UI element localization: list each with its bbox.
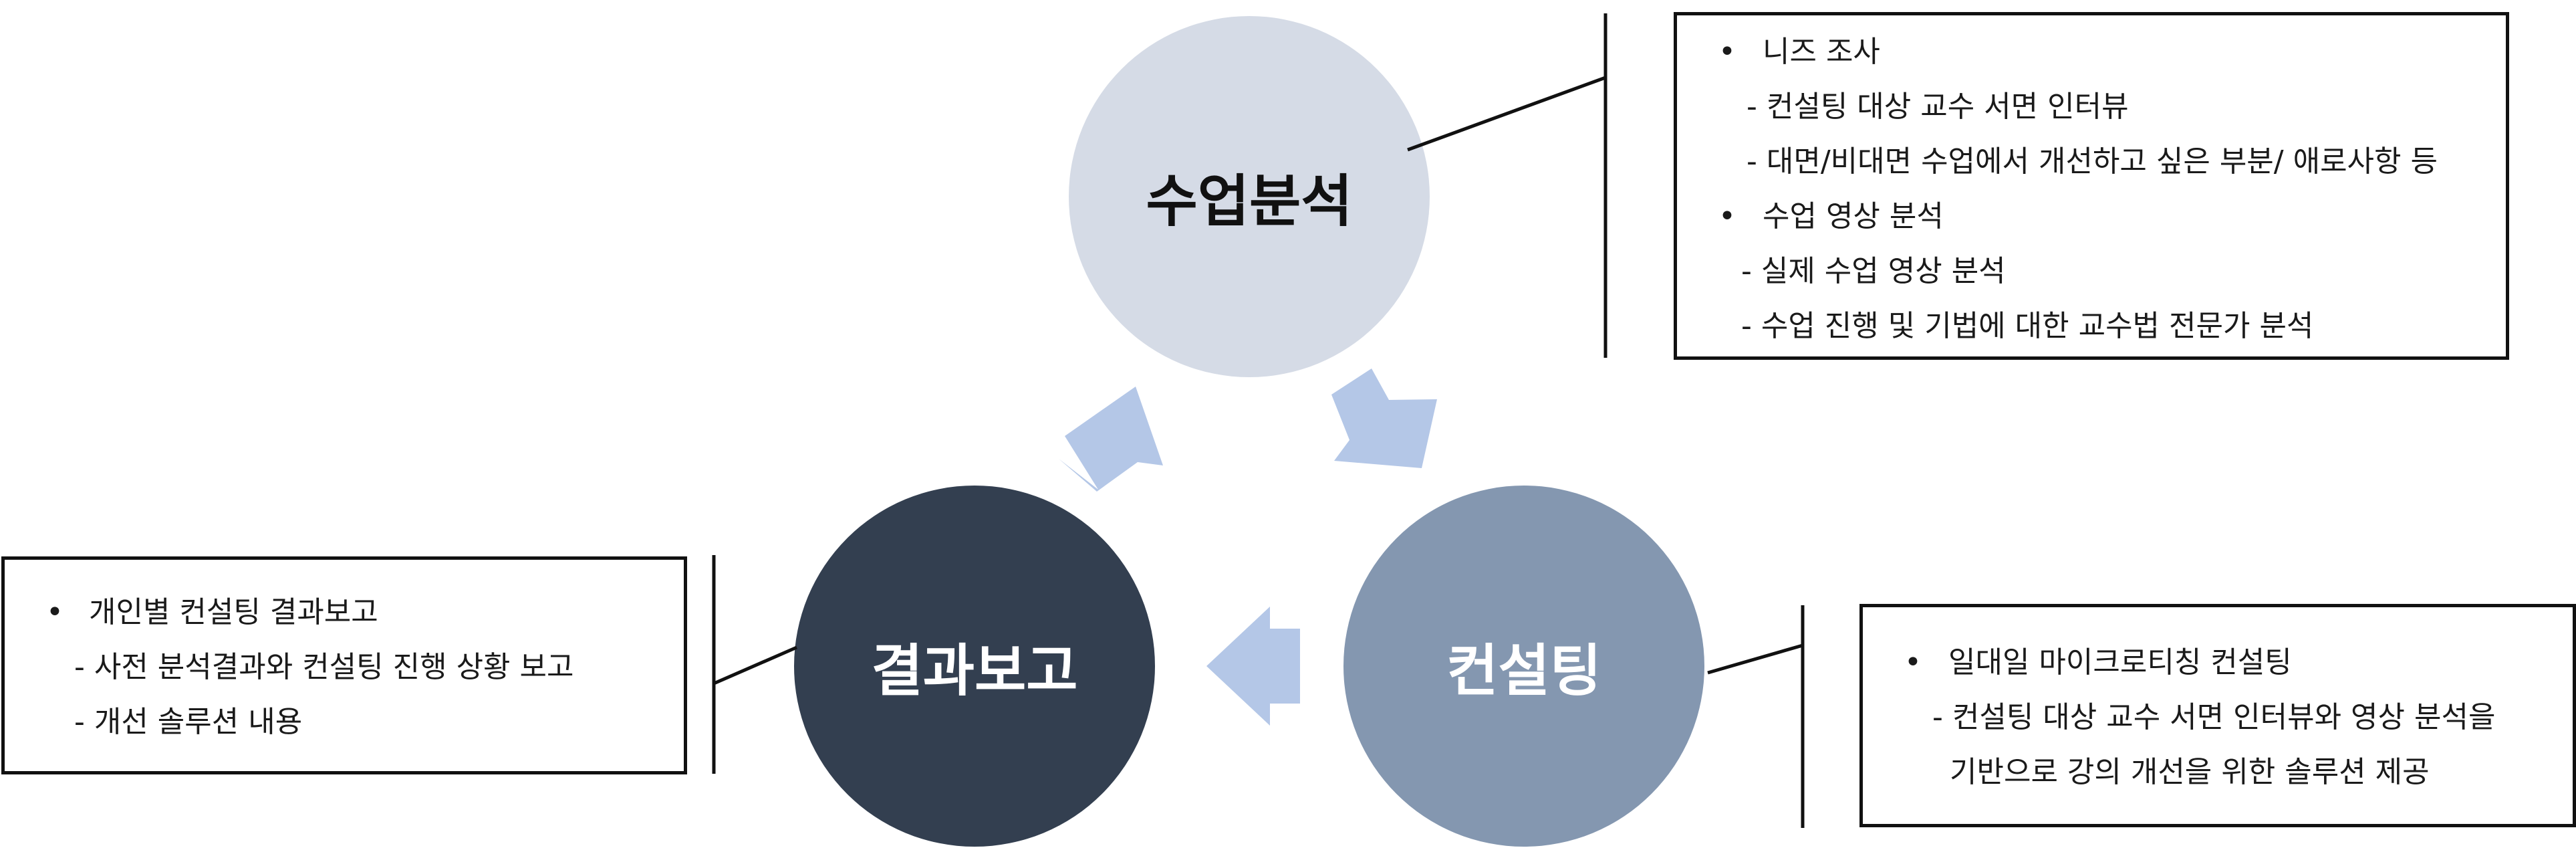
consulting-item-detail: - 컨설팅 대상 교수 서면 인터뷰와 영상 분석을 — [1932, 700, 2496, 734]
analysis-label: 수업분석 — [1146, 168, 1353, 234]
bullet-icon: • — [1904, 645, 1922, 679]
analysis-item-detail: - 실제 수업 영상 분석 — [1741, 254, 2006, 288]
report-leader-line — [713, 645, 797, 685]
report-item-detail: - 개선 솔루션 내용 — [74, 705, 303, 739]
report-item-title: 개인별 컨설팅 결과보고 — [89, 595, 378, 629]
bullet-icon: • — [1718, 35, 1736, 69]
consulting-leader-line — [1707, 643, 1803, 675]
arrow-report-to-analysis — [1059, 387, 1163, 492]
consulting-label: 컨설팅 — [1446, 637, 1601, 704]
analysis-leader-line — [1407, 76, 1606, 152]
consulting-circle — [1343, 486, 1704, 847]
report-label: 결과보고 — [871, 637, 1078, 704]
analysis-circle — [1069, 16, 1430, 377]
analysis-description-box: • 니즈 조사 - 컨설팅 대상 교수 서면 인터뷰 - 대면/비대면 수업에서… — [1674, 12, 2509, 360]
report-circle — [794, 486, 1155, 847]
report-item-detail: - 사전 분석결과와 컨설팅 진행 상황 보고 — [74, 650, 574, 684]
report-description-box: • 개인별 컨설팅 결과보고 - 사전 분석결과와 컨설팅 진행 상황 보고 -… — [1, 556, 687, 774]
analysis-item-title: 수업 영상 분석 — [1763, 199, 1944, 233]
arrow-analysis-to-consulting — [1331, 368, 1437, 468]
analysis-item-detail: - 대면/비대면 수업에서 개선하고 싶은 부분/ 애로사항 등 — [1747, 144, 2438, 179]
consulting-description-box: • 일대일 마이크로티칭 컨설팅 - 컨설팅 대상 교수 서면 인터뷰와 영상 … — [1859, 604, 2576, 827]
bullet-icon: • — [1718, 199, 1736, 233]
consulting-item-title: 일대일 마이크로티칭 컨설팅 — [1948, 645, 2292, 679]
analysis-item-detail: - 컨설팅 대상 교수 서면 인터뷰 — [1747, 90, 2129, 124]
bullet-icon: • — [46, 595, 63, 629]
analysis-item-title: 니즈 조사 — [1763, 35, 1880, 69]
analysis-item-detail: - 수업 진행 및 기법에 대한 교수법 전문가 분석 — [1741, 309, 2314, 343]
consulting-item-detail: 기반으로 강의 개선을 위한 솔루션 제공 — [1950, 755, 2430, 789]
arrow-consulting-to-report — [1206, 607, 1300, 726]
